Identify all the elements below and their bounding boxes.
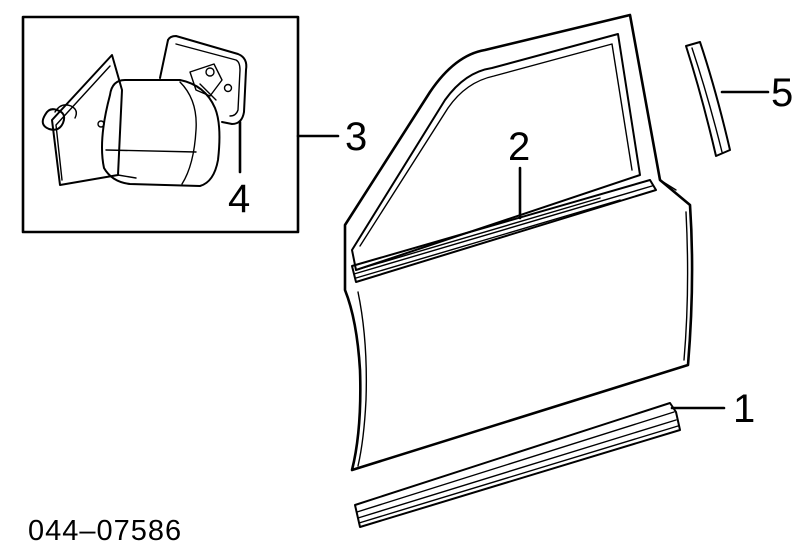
callout-5: 5 bbox=[771, 71, 793, 115]
mirror-housing bbox=[101, 79, 221, 187]
door-lower-molding bbox=[354, 402, 681, 528]
belt-molding bbox=[351, 179, 657, 283]
mirror-actuator bbox=[189, 63, 223, 97]
callout-4: 4 bbox=[228, 177, 250, 221]
door-outline bbox=[343, 13, 694, 472]
callout-1: 1 bbox=[733, 387, 755, 431]
callout-2: 2 bbox=[508, 125, 530, 169]
mirror-mount-plate bbox=[51, 54, 123, 186]
front-door bbox=[343, 13, 694, 472]
mirror-inset bbox=[21, 15, 300, 234]
window-frame bbox=[351, 33, 641, 271]
inset-frame bbox=[21, 15, 300, 234]
mirror-adjust-knob bbox=[41, 108, 66, 131]
diagram-part-number: 044–07586 bbox=[28, 515, 182, 547]
window-frame-molding bbox=[685, 41, 731, 157]
callout-3: 3 bbox=[345, 115, 367, 159]
